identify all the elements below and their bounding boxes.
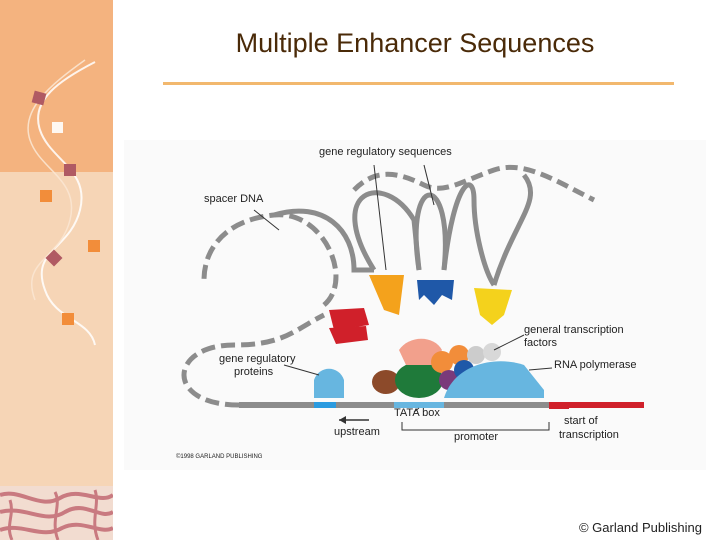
- label-start-of-transcription: start of: [564, 415, 599, 427]
- label-start-of-transcription-2: transcription: [559, 429, 619, 441]
- label-general-transcription-factors: general transcription: [524, 324, 624, 336]
- spacer-dna-arm-4: [441, 182, 497, 287]
- gene-regulatory-protein-blue: [417, 280, 454, 305]
- transcription-factor-brown: [372, 370, 400, 394]
- leader-gene-regulatory-proteins: [283, 364, 320, 376]
- label-gene-regulatory-proteins: gene regulatory: [219, 353, 296, 365]
- regulatory-site-segment: [314, 402, 336, 408]
- label-upstream: upstream: [334, 426, 380, 438]
- label-general-transcription-factors-2: factors: [524, 337, 558, 349]
- leader-gene-regulatory-sequences: [373, 164, 387, 271]
- transcription-factor-gray-2: [483, 343, 501, 361]
- gene-regulatory-protein-orange: [369, 275, 404, 315]
- gene-regulatory-protein-red-2: [329, 326, 368, 344]
- slide-credit: © Garland Publishing: [578, 520, 702, 535]
- transcription-factor-green: [395, 362, 443, 398]
- spacer-dna-arm-3: [413, 192, 448, 271]
- label-spacer-dna: spacer DNA: [204, 193, 264, 205]
- sidebar-dna-ornament: [0, 59, 113, 540]
- label-gene-regulatory-sequences: gene regulatory sequences: [319, 146, 452, 158]
- gene-regulatory-protein-cyan: [314, 368, 344, 398]
- figure-panel: [124, 140, 706, 470]
- transcription-factor-orange-1: [431, 351, 453, 373]
- tata-box-segment: [394, 402, 444, 408]
- enhancer-diagram: gene regulatory sequences spacer DNA gen…: [176, 146, 644, 460]
- leader-gene-regulatory-sequences-2: [423, 164, 435, 206]
- leader-general-transcription-factors: [493, 334, 525, 351]
- promoter-bracket: [401, 422, 550, 431]
- spacer-dna-loop-upper: [201, 212, 339, 307]
- spacer-dna-right-loop: [491, 173, 534, 286]
- label-rna-polymerase: RNA polymerase: [554, 359, 637, 371]
- transcription-factor-gray-1: [467, 346, 485, 364]
- label-promoter: promoter: [454, 431, 498, 443]
- spacer-dna-arm-1: [273, 208, 374, 273]
- spacer-dna-loop-left: [181, 312, 326, 408]
- gene-regulatory-protein-red: [329, 308, 369, 330]
- spacer-dna-arm-2: [352, 190, 422, 272]
- figure-copyright: ©1998 GARLAND PUBLISHING: [176, 453, 263, 460]
- transcription-factor-salmon: [399, 338, 442, 365]
- leader-spacer-dna: [253, 209, 280, 231]
- spacer-dna-top-dashed: [352, 164, 596, 203]
- slide-title: Multiple Enhancer Sequences: [235, 28, 595, 58]
- leader-rna-polymerase: [528, 367, 553, 371]
- leader-tata-box: [413, 407, 420, 413]
- label-tata-box: TATA box: [394, 407, 440, 419]
- rna-polymerase-shape: [444, 361, 544, 398]
- label-gene-regulatory-proteins-2: proteins: [234, 366, 274, 378]
- title-divider: [163, 82, 674, 85]
- upstream-arrowhead: [339, 416, 346, 424]
- gene-regulatory-protein-yellow: [474, 288, 512, 325]
